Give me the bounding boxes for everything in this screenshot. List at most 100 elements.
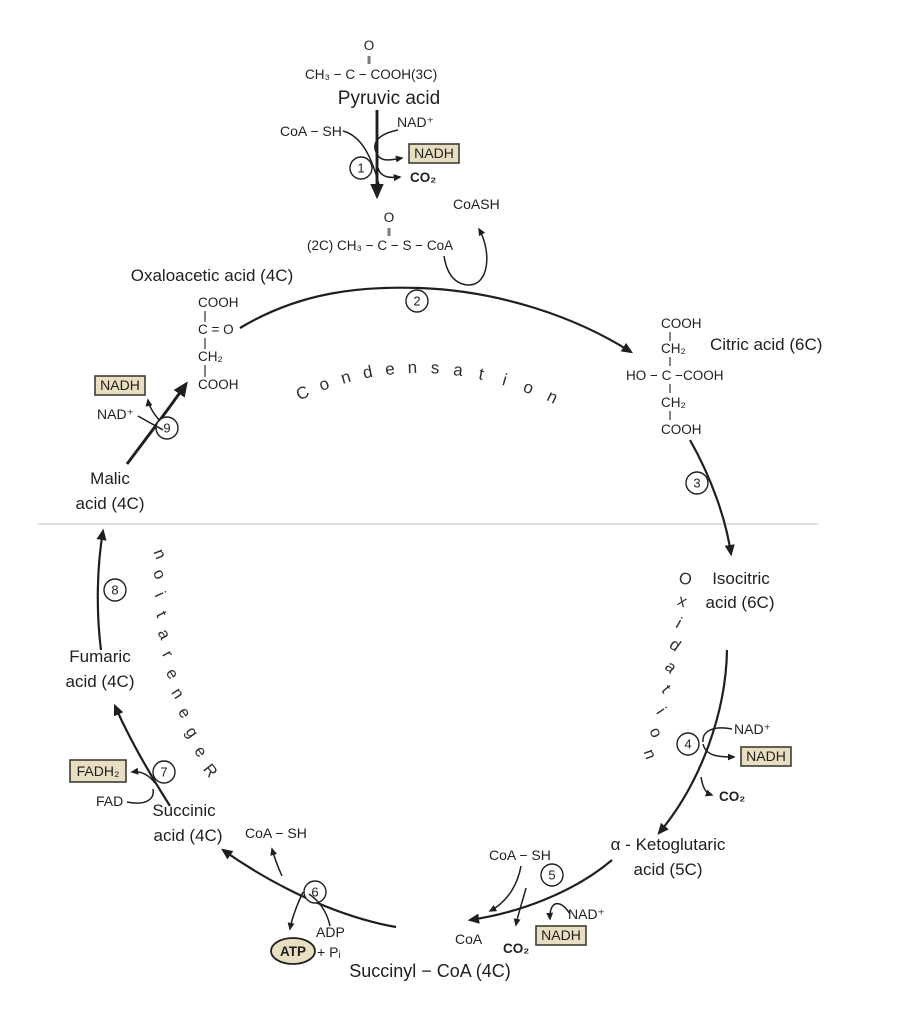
step9-nad-label: NAD⁺ bbox=[97, 406, 134, 422]
curved-letter: R bbox=[199, 761, 221, 782]
step7-fadh2-arrow bbox=[130, 767, 156, 784]
pyruvate-formula: CH₃ − C − COOH(3C) bbox=[305, 67, 437, 82]
pyruvate-carbonyl-o: O bbox=[364, 38, 375, 53]
step5-co2-label: CO₂ bbox=[503, 941, 529, 956]
fumaric-name-line2: acid (4C) bbox=[66, 672, 135, 691]
pyruvic-acid-group: O ‖ CH₃ − C − COOH(3C) Pyruvic acid bbox=[305, 38, 440, 109]
step3-number: 3 bbox=[693, 476, 700, 491]
step1-nad-label: NAD⁺ bbox=[397, 114, 434, 130]
curved-letter: i bbox=[500, 370, 509, 389]
step6-number-circle bbox=[303, 880, 327, 904]
curved-letter: o bbox=[149, 567, 169, 583]
curved-letter: x bbox=[675, 591, 690, 611]
curved-letter: n bbox=[544, 386, 561, 407]
step7-fadh2-label: FADH₂ bbox=[77, 763, 120, 779]
curved-letter: C bbox=[293, 382, 312, 404]
oxaloacetic-structure-row: CH₂ bbox=[198, 349, 223, 364]
ketoglutaric-name-line2: acid (5C) bbox=[634, 860, 703, 879]
arc-step8 bbox=[96, 528, 107, 651]
step-number-badges: 2 3 4 5 6 7 8 9 bbox=[103, 289, 709, 904]
succinyl-coa-name: Succinyl − CoA (4C) bbox=[349, 961, 511, 981]
step4-nad-label: NAD⁺ bbox=[734, 721, 771, 737]
acetyl-coash-label: CoASH bbox=[453, 196, 500, 212]
curved-letter: n bbox=[339, 367, 353, 388]
step7-number-circle bbox=[152, 760, 176, 784]
curved-letter: n bbox=[640, 747, 660, 762]
step8-number-circle bbox=[103, 578, 127, 602]
step1-coa-sh-curve bbox=[342, 130, 380, 186]
curved-letter: O bbox=[677, 569, 694, 590]
step4-number: 4 bbox=[684, 737, 691, 752]
step2-number-circle bbox=[405, 289, 429, 313]
step1-nad-curve bbox=[374, 129, 399, 153]
step4-nadh-label: NADH bbox=[746, 748, 786, 764]
fumaric-group: Fumaric acid (4C) bbox=[66, 647, 135, 691]
step9-number-circle bbox=[155, 416, 179, 440]
step1-nadh-arrow bbox=[375, 151, 404, 163]
arc-step6 bbox=[221, 848, 397, 929]
step5-coa-label: CoA bbox=[455, 931, 483, 947]
curved-letter: a bbox=[661, 658, 681, 678]
curved-letter: d bbox=[666, 635, 684, 655]
step5-number: 5 bbox=[548, 868, 555, 883]
isocitric-name-line2: acid (6C) bbox=[706, 593, 775, 612]
citric-structure-row: CH₂ bbox=[661, 395, 686, 410]
step9-nad-curve bbox=[137, 415, 164, 431]
succinic-group: Succinic acid (4C) bbox=[152, 801, 222, 845]
step6-adp-label: ADP bbox=[316, 924, 345, 940]
step7-fadh2-box bbox=[69, 759, 127, 783]
alpha-ketoglutaric-group: α - Ketoglutaric acid (5C) bbox=[611, 835, 726, 879]
succinic-name-line1: Succinic bbox=[152, 801, 216, 820]
step7-group: FADH₂ FAD bbox=[69, 759, 156, 809]
step4-group: NAD⁺ NADH CO₂ bbox=[700, 721, 792, 804]
step4-nadh-box bbox=[740, 746, 792, 767]
curved-letter: o bbox=[645, 724, 665, 740]
curved-letter: t bbox=[152, 608, 170, 620]
step1-nadh-box bbox=[408, 143, 460, 164]
step4-co2-arrow bbox=[700, 776, 714, 797]
step1-co2-arrow bbox=[377, 167, 402, 182]
isocitric-name-line1: Isocitric bbox=[712, 569, 770, 588]
arc-step3 bbox=[689, 439, 735, 557]
curved-letter: e bbox=[162, 665, 182, 682]
step4-number-circle bbox=[676, 732, 700, 756]
oxaloacetic-structure-row: COOH bbox=[198, 295, 239, 310]
curved-letter: n bbox=[150, 546, 170, 561]
step7-fad-label: FAD bbox=[96, 793, 123, 809]
step4-nadh-arrow bbox=[702, 743, 736, 761]
step6-coa-sh-label: CoA − SH bbox=[245, 825, 307, 841]
curved-letter: e bbox=[190, 743, 210, 761]
step9-nadh-box bbox=[94, 375, 146, 396]
succinyl-coa-group: Succinyl − CoA (4C) bbox=[349, 961, 511, 981]
curved-letter: r bbox=[158, 647, 177, 661]
curved-letter: n bbox=[407, 358, 417, 377]
step1-co2-label: CO₂ bbox=[410, 170, 436, 185]
arc-step4 bbox=[657, 649, 729, 835]
oxaloacetic-group: Oxaloacetic acid (4C) COOH C = O CH₂ COO… bbox=[131, 266, 294, 392]
curved-letter: a bbox=[154, 626, 175, 643]
cycle-arcs bbox=[96, 286, 735, 929]
citric-structure-row: COOH bbox=[661, 422, 702, 437]
step6-adp-curve bbox=[308, 893, 331, 927]
pyruvate-name: Pyruvic acid bbox=[338, 88, 440, 109]
curved-letter: e bbox=[174, 704, 194, 722]
malic-name-line1: Malic bbox=[90, 469, 130, 488]
step3-number-circle bbox=[685, 471, 709, 495]
step9-nadh-arrow bbox=[145, 398, 161, 422]
step6-number: 6 bbox=[311, 885, 318, 900]
step6-atp-arrow bbox=[287, 891, 304, 931]
oxaloacetic-structure-row: C = O bbox=[198, 322, 234, 337]
citric-structure-row: COOH bbox=[661, 316, 702, 331]
acetyl-double-bond: ‖ bbox=[387, 227, 392, 239]
oxaloacetic-name: Oxaloacetic acid (4C) bbox=[131, 266, 294, 285]
curved-letter: e bbox=[384, 359, 396, 379]
curved-letter: i bbox=[652, 705, 669, 718]
step5-nadh-label: NADH bbox=[541, 927, 581, 943]
curved-letter: d bbox=[361, 362, 374, 383]
curved-letter: n bbox=[167, 685, 187, 702]
step9-number: 9 bbox=[163, 421, 170, 436]
